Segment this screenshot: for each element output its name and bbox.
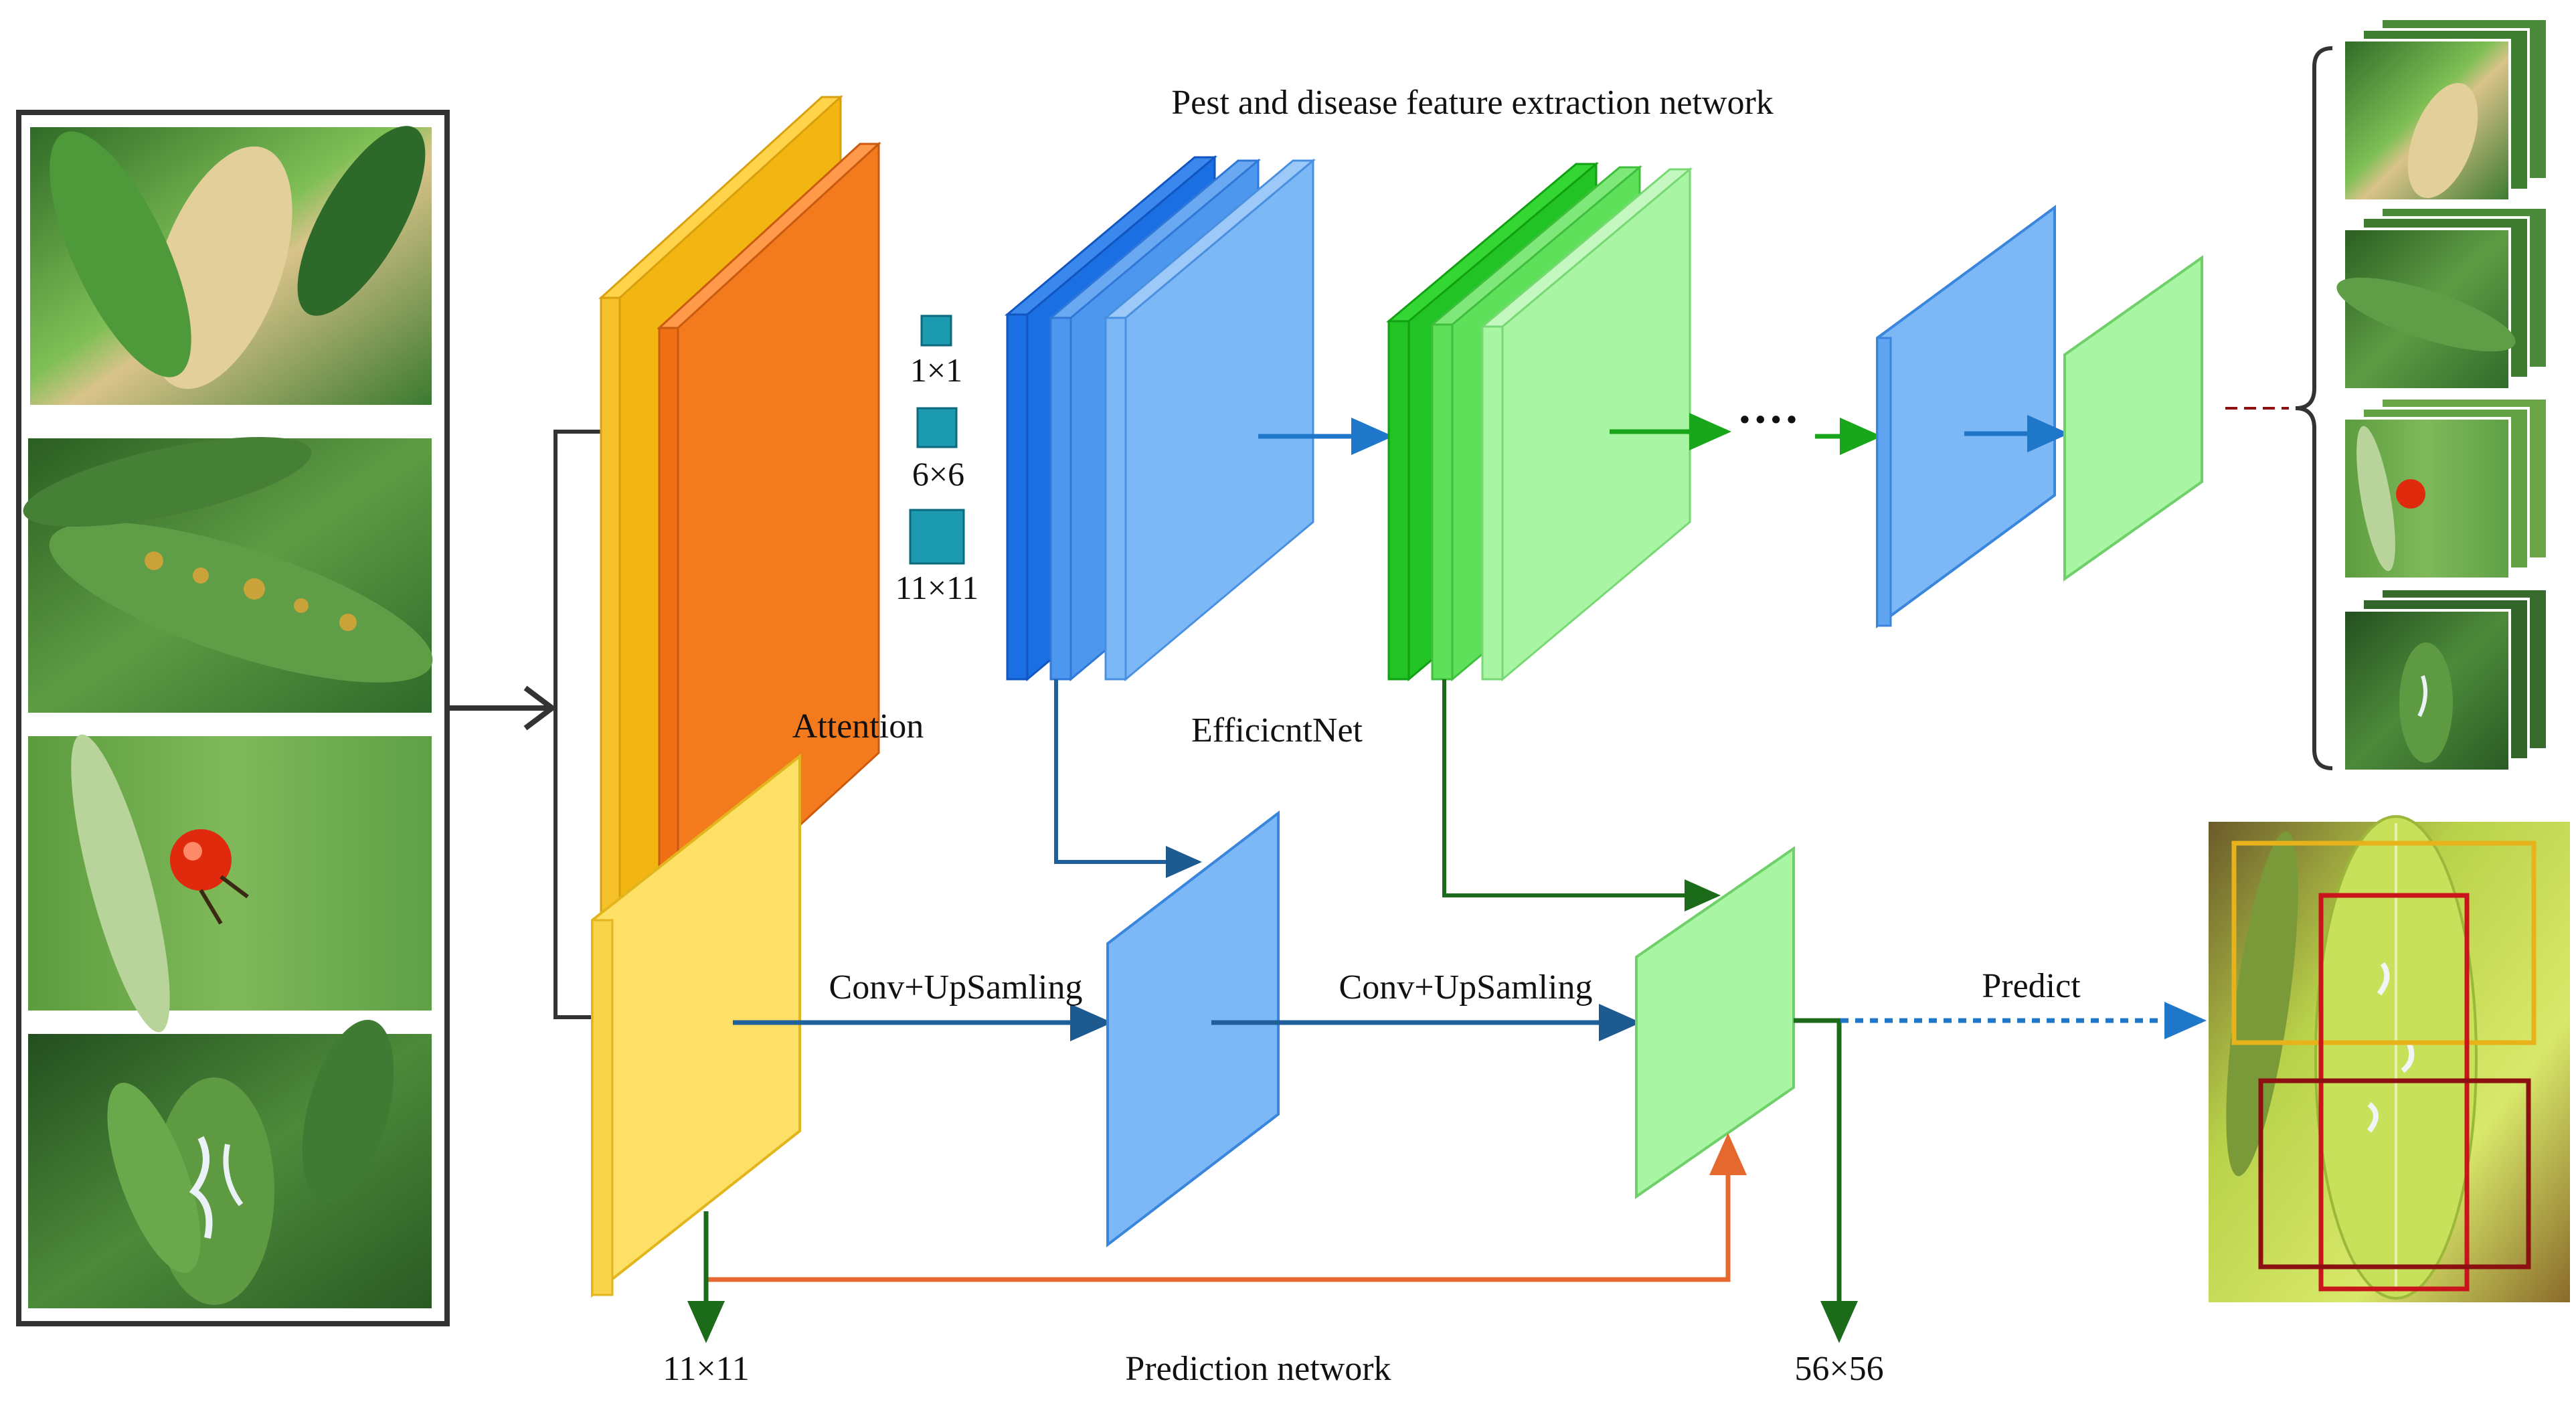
prediction-yellow-slab xyxy=(591,753,801,1298)
detection-box-darkred xyxy=(2258,1078,2531,1269)
output-brace xyxy=(2295,46,2333,770)
kernel-11x11-square xyxy=(909,509,965,565)
large-output-label: 56×56 xyxy=(1794,1350,1883,1388)
kernel-1x1-square xyxy=(920,315,952,347)
detection-box-red xyxy=(2318,893,2470,1292)
skip-blue-connection xyxy=(1054,679,1202,878)
blue-feature-stack xyxy=(1004,155,1316,682)
thumbnail-stack-4 xyxy=(2342,588,2549,772)
kernel-1x1-label: 1×1 xyxy=(910,351,962,389)
thumbnail-stack-1 xyxy=(2342,17,2549,202)
conv-upsampling-label-2: Conv+UpSamling xyxy=(1339,968,1593,1006)
conv-upsampling-label-1: Conv+UpSamling xyxy=(829,968,1083,1006)
leaf-spot-photo xyxy=(23,437,433,713)
input-arrow xyxy=(447,685,557,731)
output-thumbnails xyxy=(2336,17,2549,772)
input-image-panel xyxy=(16,110,450,1326)
prediction-network-label: Prediction network xyxy=(1125,1350,1391,1388)
branch-bracket xyxy=(553,430,602,1019)
ellipsis-dots: ···· xyxy=(1737,394,1799,446)
skip-green-connection xyxy=(1442,679,1721,911)
small-output-label: 11×11 xyxy=(663,1350,749,1388)
predict-label: Predict xyxy=(1982,967,2081,1005)
attention-orange-slab xyxy=(657,141,881,940)
attention-block xyxy=(598,94,881,943)
prediction-green-slab xyxy=(1635,846,1795,1199)
kernel-6x6-square xyxy=(916,407,958,448)
prediction-blue-slab xyxy=(1106,810,1280,1248)
deep-green-slab xyxy=(2063,255,2203,582)
network-title: Pest and disease feature extraction netw… xyxy=(1171,84,1774,122)
red-bug-on-stem-photo xyxy=(28,734,432,1033)
thumbnail-stack-3 xyxy=(2342,397,2549,580)
prediction-output-image xyxy=(2209,815,2570,1302)
kernel-11x11-label: 11×11 xyxy=(895,569,979,606)
white-mold-leaves-photo xyxy=(28,1019,432,1308)
kernel-6x6-label: 6×6 xyxy=(912,455,964,493)
green-feature-stack xyxy=(1385,161,1693,682)
kernel-sizes: 1×1 6×6 11×11 xyxy=(895,315,979,606)
deep-blue-slab xyxy=(1876,205,2056,628)
leaf-blight-photo xyxy=(30,126,432,405)
attention-label: Attention xyxy=(792,707,924,746)
large-output-arrow xyxy=(1794,1018,1858,1343)
efficientnet-label: EfficicntNet xyxy=(1191,711,1363,750)
thumbnail-stack-2 xyxy=(2336,206,2549,391)
detection-box-yellow xyxy=(2231,841,2537,1045)
